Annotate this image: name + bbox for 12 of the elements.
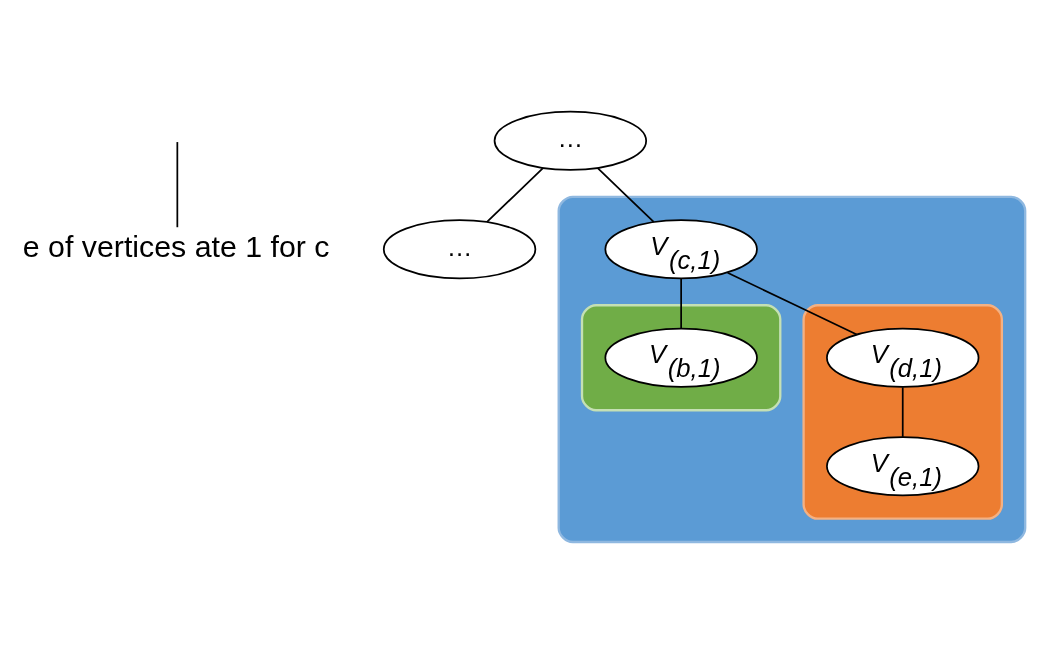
connector — [726, 271, 858, 335]
connector — [901, 385, 904, 438]
cluster — [580, 303, 782, 411]
connector — [596, 166, 655, 223]
connector — [486, 166, 544, 223]
cluster — [802, 303, 1004, 520]
connector — [680, 277, 683, 329]
connector — [176, 140, 179, 228]
node-ellipse: … — [493, 110, 648, 171]
cluster — [557, 195, 1027, 543]
node-text: e of vertices ate 1 for c — [22, 229, 330, 263]
node-ellipse: … — [382, 218, 537, 279]
